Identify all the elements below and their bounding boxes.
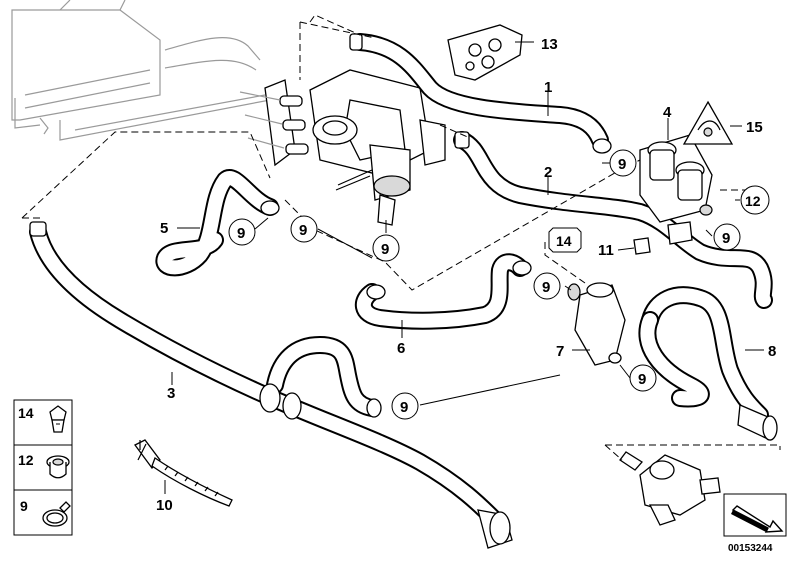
grommet-12-icon [46, 455, 70, 479]
callout-2: 2 [544, 164, 552, 181]
warning-label-15 [682, 100, 734, 145]
legend-12-label: 12 [18, 452, 34, 468]
callout-9-f-label: 9 [542, 279, 550, 296]
callout-9-a-label: 9 [618, 156, 626, 173]
callout-4: 4 [663, 104, 672, 121]
hose-2 [453, 131, 773, 309]
callout-5: 5 [160, 220, 168, 237]
cable-tie-10 [134, 439, 233, 507]
connector-11 [633, 237, 651, 255]
callout-14-label: 14 [556, 233, 572, 249]
callout-15: 15 [746, 119, 763, 136]
callout-3-label: 3 [167, 385, 175, 402]
callout-2-label: 2 [544, 164, 552, 181]
callout-9-h: 9 [391, 392, 419, 420]
connector-bracket [239, 79, 309, 167]
callout-9-d: 9 [372, 234, 400, 262]
callout-9-h-label: 9 [400, 399, 408, 416]
callout-9-g: 9 [629, 364, 657, 392]
legend-9-label: 9 [20, 498, 28, 514]
callout-7-label: 7 [556, 343, 564, 360]
callout-9-e-label: 9 [722, 230, 730, 247]
callout-1-label: 1 [544, 79, 552, 96]
callout-9-c: 9 [290, 215, 318, 243]
callout-11: 11 [598, 242, 614, 259]
callout-13: 13 [541, 36, 558, 53]
hose-clamp-9-icon [42, 501, 71, 527]
arrow-icon [731, 505, 784, 533]
callout-12-label: 12 [745, 193, 761, 209]
auxiliary-water-pump [309, 69, 446, 226]
pump-detail [619, 451, 721, 526]
coolant-valve-7 [567, 282, 626, 366]
callout-7: 7 [556, 343, 564, 360]
hose-8 [638, 286, 778, 441]
hose-5 [155, 169, 280, 277]
legend-panel: 14 12 9 [13, 399, 73, 536]
callout-9-c-label: 9 [299, 222, 307, 239]
heater-valve [639, 134, 713, 245]
callout-9-b: 9 [228, 218, 256, 246]
hose-6 [354, 253, 532, 330]
grommet-13 [447, 24, 523, 81]
callout-9-a: 9 [609, 149, 637, 177]
callout-14: 14 [548, 227, 582, 253]
callout-4-label: 4 [663, 104, 672, 121]
callout-3: 3 [167, 385, 175, 402]
callout-10: 10 [156, 497, 173, 514]
callout-9-g-label: 9 [638, 371, 646, 388]
callout-5-label: 5 [160, 220, 168, 237]
callout-9-e: 9 [713, 223, 741, 251]
callout-12: 12 [740, 185, 770, 215]
callout-8-label: 8 [768, 343, 776, 360]
reference-number: 00153244 [728, 543, 773, 554]
hose-1 [349, 33, 612, 154]
view-direction-box [723, 493, 787, 537]
callout-9-f: 9 [533, 272, 561, 300]
callout-6: 6 [397, 340, 405, 357]
callout-13-label: 13 [541, 36, 558, 53]
callout-6-label: 6 [397, 340, 405, 357]
callout-10-label: 10 [156, 497, 173, 514]
hose-3 [29, 221, 513, 549]
leader-lines [164, 41, 764, 494]
callout-9-b-label: 9 [237, 225, 245, 242]
legend-14-label: 14 [18, 405, 34, 421]
heater-core-outline [11, 0, 271, 141]
callout-11-label: 11 [598, 242, 614, 259]
callout-1: 1 [544, 79, 552, 96]
callout-9-d-label: 9 [381, 241, 389, 258]
callout-8: 8 [768, 343, 776, 360]
clip-14-icon [49, 405, 67, 433]
callout-15-label: 15 [746, 119, 763, 136]
